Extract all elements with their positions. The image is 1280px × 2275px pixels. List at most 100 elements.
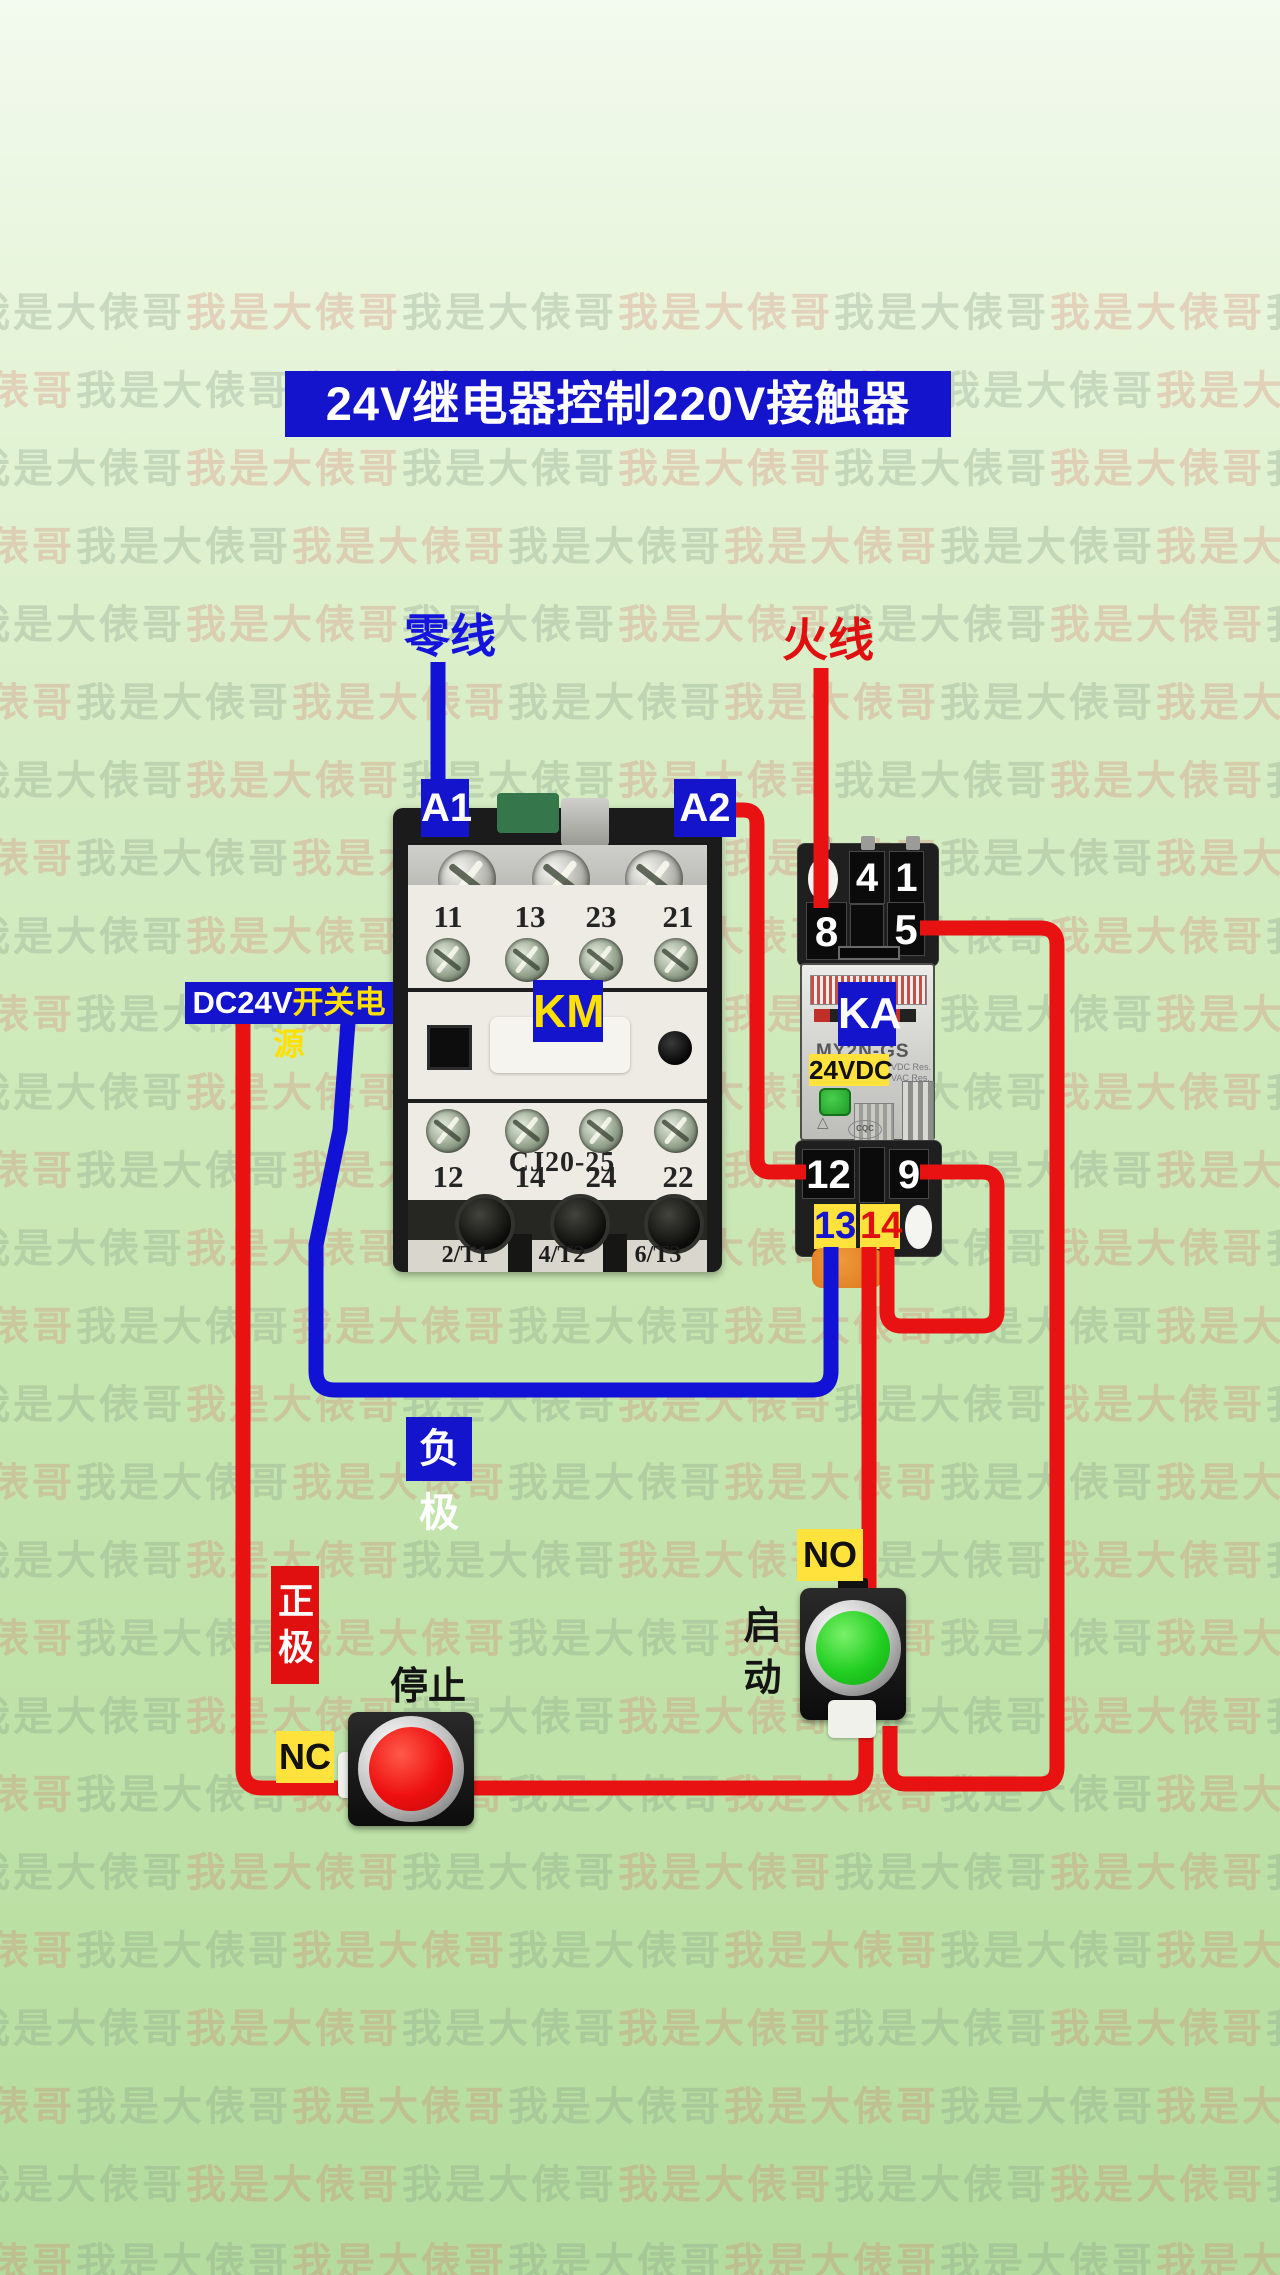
relay-terminal: 9 — [889, 1149, 929, 1199]
watermark-text: 我是大俵哥 — [1156, 2085, 1280, 2129]
contactor-tag: KM — [533, 980, 605, 1042]
watermark-text: 我是大俵哥 — [0, 2163, 185, 2207]
watermark-text: 我是大俵哥 — [1050, 1539, 1265, 1583]
divider — [603, 1234, 627, 1272]
watermark-text: 我是大俵哥 — [292, 525, 507, 569]
watermark-text: 我是大俵哥 — [292, 2241, 507, 2275]
watermark-text: 我是大俵哥 — [0, 1383, 185, 1427]
watermark-text: 我是大俵哥 — [1050, 2163, 1265, 2207]
watermark-text: 我是大俵哥 — [1050, 759, 1265, 803]
watermark-text: 我是大俵哥 — [1156, 2241, 1280, 2275]
no-label: NO — [797, 1529, 863, 1581]
watermark-text: 我是大俵哥 — [1266, 1216, 1280, 1274]
watermark-text: 我是大俵哥 — [940, 1305, 1155, 1349]
watermark-text: 我是大俵哥 — [402, 603, 617, 647]
watermark-text: 我是大俵哥 — [940, 837, 1155, 881]
relay-contact-fingers — [902, 1081, 934, 1141]
watermark-text: 我是大俵哥 — [508, 525, 723, 569]
relay-socket-base — [812, 1248, 882, 1288]
start-button-cap — [816, 1611, 890, 1685]
watermark-text: 我是大俵哥 — [940, 525, 1155, 569]
watermark-text: 我是大俵哥 — [1266, 1996, 1280, 2054]
socket-clip — [861, 836, 875, 850]
negative-label: 负极 — [406, 1417, 472, 1535]
watermark-text: 我是大俵哥 — [0, 1851, 185, 1895]
watermark-text: 我是大俵哥 — [0, 1773, 75, 1817]
watermark-text: 我是大俵哥 — [940, 1149, 1155, 1193]
watermark-text: 我是大俵哥 — [1156, 681, 1280, 725]
contactor-face: 11 13 23 21 CJ20-25 12 14 24 22 — [408, 885, 707, 1200]
watermark-text: 我是大俵哥 — [508, 2241, 723, 2275]
terminal-label: 11 — [433, 899, 463, 934]
load-terminal-label: 2/T1 — [441, 1242, 489, 1268]
neutral-wire-label: 零线 — [404, 610, 496, 662]
watermark-text: 我是大俵哥 — [1050, 1227, 1265, 1271]
relay-coil-terminal: 13 — [814, 1204, 857, 1249]
watermark-text: 我是大俵哥 — [1050, 1383, 1265, 1427]
watermark-text: 我是大俵哥 — [0, 525, 75, 569]
watermark-text: 我是大俵哥 — [76, 1773, 291, 1817]
watermark-text: 我是大俵哥 — [186, 1851, 401, 1895]
start-button-collar — [828, 1700, 876, 1738]
socket-clip — [816, 836, 830, 850]
relay-socket-bottom: 12 9 13 14 — [795, 1140, 942, 1257]
terminal-hole — [808, 857, 838, 901]
relay-coil-terminal: 14 — [860, 1204, 903, 1249]
terminal-hole — [905, 1205, 932, 1249]
watermark-text: 我是大俵哥 — [402, 1851, 617, 1895]
watermark-text: 我是大俵哥 — [834, 1851, 1049, 1895]
watermark-text: 我是大俵哥 — [618, 1383, 833, 1427]
watermark-text: 我是大俵哥 — [76, 1617, 291, 1661]
watermark-text: 我是大俵哥 — [402, 447, 617, 491]
screw-icon — [654, 1109, 698, 1153]
relay-blank-tile — [859, 1147, 885, 1203]
watermark-text: 我是大俵哥 — [0, 1539, 185, 1583]
watermark-text: 我是大俵哥 — [186, 291, 401, 335]
psu-label: DC24V开关电源 — [185, 982, 393, 1062]
socket-slot — [838, 946, 900, 960]
watermark-text: 我是大俵哥 — [0, 1461, 75, 1505]
watermark-text: 我是大俵哥 — [1266, 2152, 1280, 2210]
watermark-text: 我是大俵哥 — [1266, 280, 1280, 338]
watermark-text: 我是大俵哥 — [76, 837, 291, 881]
watermark-text: 我是大俵哥 — [940, 1929, 1155, 1973]
watermark-text: 我是大俵哥 — [618, 603, 833, 647]
terminal-label: 12 — [432, 1159, 464, 1194]
watermark-text: 我是大俵哥 — [834, 291, 1049, 335]
screw-icon — [505, 938, 549, 982]
watermark-text: 我是大俵哥 — [1266, 592, 1280, 650]
watermark-text: 我是大俵哥 — [1156, 1305, 1280, 1349]
watermark-text: 我是大俵哥 — [1266, 748, 1280, 806]
watermark-text: 我是大俵哥 — [508, 681, 723, 725]
watermark-text: 我是大俵哥 — [76, 2085, 291, 2129]
relay-terminal: 4 — [849, 851, 885, 904]
watermark-text: 我是大俵哥 — [508, 1773, 723, 1817]
terminal-label: 23 — [585, 899, 617, 934]
recycle-icon: △ — [817, 1114, 829, 1131]
relay-led-indicator — [819, 1088, 851, 1116]
watermark-text: 我是大俵哥 — [1266, 1060, 1280, 1118]
watermark-text: 我是大俵哥 — [186, 2163, 401, 2207]
terminal-label: 21 — [662, 899, 694, 934]
stop-label: 停止 — [389, 1666, 466, 1708]
watermark-text: 我是大俵哥 — [724, 1305, 939, 1349]
watermark-text: 我是大俵哥 — [0, 1071, 185, 1115]
watermark-text: 我是大俵哥 — [1050, 603, 1265, 647]
watermark-text: 我是大俵哥 — [834, 447, 1049, 491]
watermark-text: 我是大俵哥 — [76, 1305, 291, 1349]
watermark-text: 我是大俵哥 — [1266, 436, 1280, 494]
watermark-text: 我是大俵哥 — [0, 1695, 185, 1739]
screw-icon — [654, 938, 698, 982]
watermark-text: 我是大俵哥 — [1050, 447, 1265, 491]
watermark-text: 我是大俵哥 — [1156, 1929, 1280, 1973]
terminal-label: 14 — [514, 1159, 546, 1194]
divider — [408, 1099, 707, 1103]
watermark-text: 我是大俵哥 — [618, 1851, 833, 1895]
watermark-text: 我是大俵哥 — [76, 369, 291, 413]
watermark-text: 我是大俵哥 — [76, 1929, 291, 1973]
watermark-text: 我是大俵哥 — [0, 1305, 75, 1349]
watermark-text: 我是大俵哥 — [940, 681, 1155, 725]
screw-icon — [426, 1109, 470, 1153]
watermark-text: 我是大俵哥 — [1266, 1684, 1280, 1742]
watermark-text: 我是大俵哥 — [0, 369, 75, 413]
